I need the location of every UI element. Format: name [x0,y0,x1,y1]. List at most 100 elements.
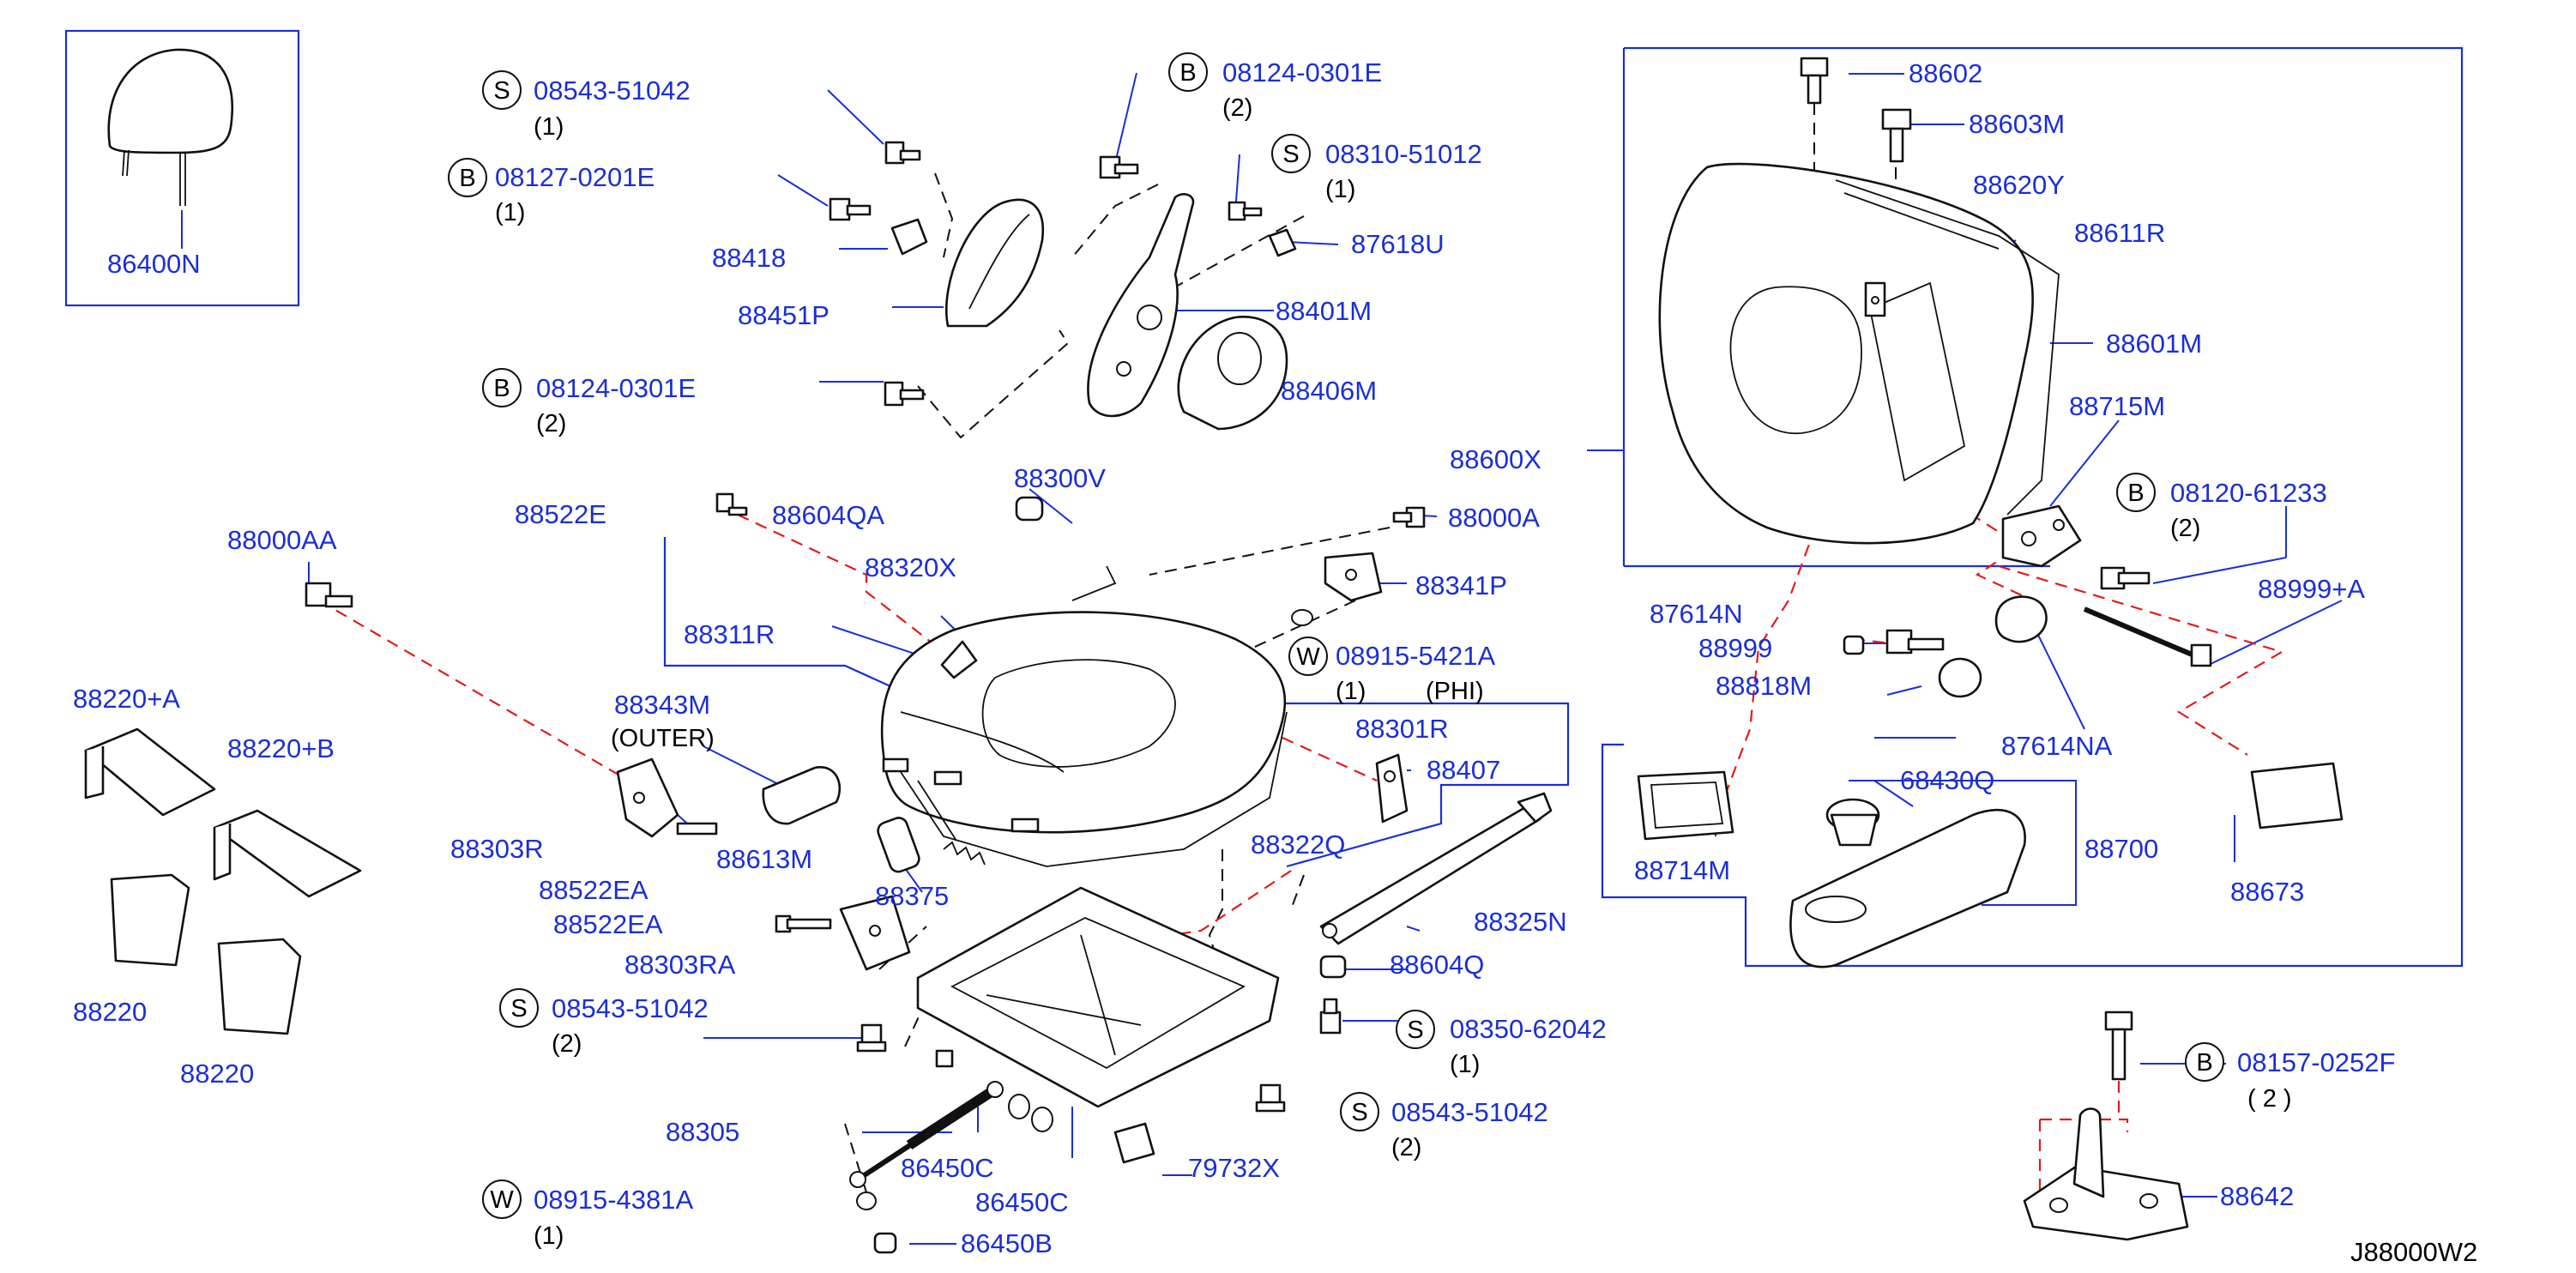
washer-08915-4381A [856,1192,877,1210]
label-88600X: 88600X [1450,444,1541,474]
clip-87618U [1268,228,1297,257]
screw-08543-51042 [884,141,921,165]
seat-pan-frame [916,886,1280,1108]
clip-88300V [1071,565,1117,601]
label-88300V: 88300V [1014,463,1106,493]
headrest-box [64,29,300,307]
bolt-08127-0201E [829,197,872,221]
label-88714M: 88714M [1634,855,1730,885]
label-88401M: 88401M [1276,296,1372,326]
bushing-87614NA [1994,595,2048,643]
label-88303R: 88303R [450,834,544,864]
label-86450C-1: 86450C [901,1153,994,1183]
bolt-88000A [1392,506,1426,528]
clip-88418 [890,218,928,256]
clip-88602 [1800,57,1829,105]
screw-08310-51012 [1228,201,1263,221]
marker-b-08120: B [2116,473,2156,512]
bolt-86450-strut-top [935,1049,954,1068]
washer-86450C-1 [1008,1094,1030,1119]
recliner-88401M [1087,193,1195,418]
spring-88375 [943,841,986,866]
qty-08310-51012: (1) [1325,176,1355,203]
qty-08350-62042: (1) [1450,1051,1480,1078]
label-87614N: 87614N [1650,599,1743,629]
bracket-88715M [2001,504,2082,568]
bracket-88220-B [213,809,362,898]
cover-88714M [1637,770,1734,841]
marker-b-08157: B [2185,1042,2224,1082]
label-88611R: 88611R [2074,218,2165,248]
label-08120-61233: 08120-61233 [2170,478,2327,508]
label-88715M: 88715M [2069,391,2165,421]
svg-text:B: B [2196,1049,2212,1077]
red-assembly-lines [318,449,2284,1192]
label-86400N: 86400N [107,249,201,279]
label-87614NA: 87614NA [2001,731,2113,761]
label-08915-5421A: 08915-5421A [1336,641,1495,671]
svg-text:B: B [459,165,475,192]
spacer-87614N [1843,635,1865,655]
label-88522E: 88522E [515,499,606,529]
marker-s-08543-top: S [482,70,522,110]
pin-88375 [877,817,920,873]
svg-text:S: S [1407,1017,1423,1044]
belt-88325N [1319,792,1553,945]
cover-88220-right [217,938,302,1035]
spacer-88604QA [1015,496,1044,522]
seat-cushion [880,611,1287,834]
seatback-88601M [1658,162,2034,545]
bracket-88220-A [84,727,216,817]
qty-08543-51042-bot: (2) [1391,1134,1421,1161]
marker-s-08543-mid: S [499,988,539,1028]
label-88451P: 88451P [738,300,830,330]
label-88613M: 88613M [716,844,812,874]
marker-b-08127: B [448,158,487,197]
seatback-group-box [1601,46,2464,968]
bolt-08124-0301E-top [1099,155,1139,179]
label-88673: 88673 [2230,877,2304,907]
label-88604Q: 88604Q [1390,950,1484,980]
marker-s-08350: S [1396,1010,1435,1049]
bolt-88000AA [305,582,353,608]
label-88220-1: 88220 [73,997,147,1027]
marker-w-08915-5421A: W [1288,636,1328,676]
label-88000A: 88000A [1448,503,1540,533]
label-88999-A: 88999+A [2258,574,2365,604]
label-08157-0252F: 08157-0252F [2237,1047,2395,1077]
washer-08915-5421A [1291,609,1313,626]
nut-88604Q [1319,955,1347,979]
note-outer: (OUTER) [611,725,715,752]
marker-s-08543-bot: S [1340,1092,1379,1131]
label-86450C-2: 86450C [975,1187,1069,1217]
cover-88406M [1177,316,1288,431]
bolt-88999 [1885,629,1945,655]
frame-88301R [882,711,1288,867]
label-88301R: 88301R [1355,714,1449,744]
clip-79732X [1113,1122,1155,1164]
label-88311R: 88311R [684,619,775,649]
label-08127-0201E: 08127-0201E [495,162,655,192]
qty-08157-0252F: ( 2 ) [2247,1085,2292,1113]
bracket-88341P [1324,552,1383,602]
label-08543-51042-top: 08543-51042 [534,75,691,106]
label-88325N: 88325N [1474,907,1567,937]
bolt-08350-62042 [1319,998,1342,1035]
anchor-88642 [2023,1107,2189,1241]
svg-text:S: S [1282,141,1299,168]
qty-08543-51042-top: (1) [534,113,564,141]
qty-08127-0201E: (1) [495,199,525,226]
label-88406M: 88406M [1281,376,1377,406]
svg-text:W: W [490,1186,514,1214]
label-88602: 88602 [1909,58,1982,88]
label-88220-A: 88220+A [73,684,180,714]
label-88303RA: 88303RA [624,950,736,980]
label-88522EA-1: 88522EA [539,875,649,905]
washer-86450C-2 [1031,1107,1053,1132]
bolt-88522E [715,492,748,516]
label-88603M: 88603M [1969,109,2065,139]
svg-text:S: S [1351,1099,1367,1126]
note-phi: (PHI) [1426,678,1484,705]
label-08543-51042-mid: 08543-51042 [552,993,709,1023]
cap-88818M [1938,657,1982,698]
